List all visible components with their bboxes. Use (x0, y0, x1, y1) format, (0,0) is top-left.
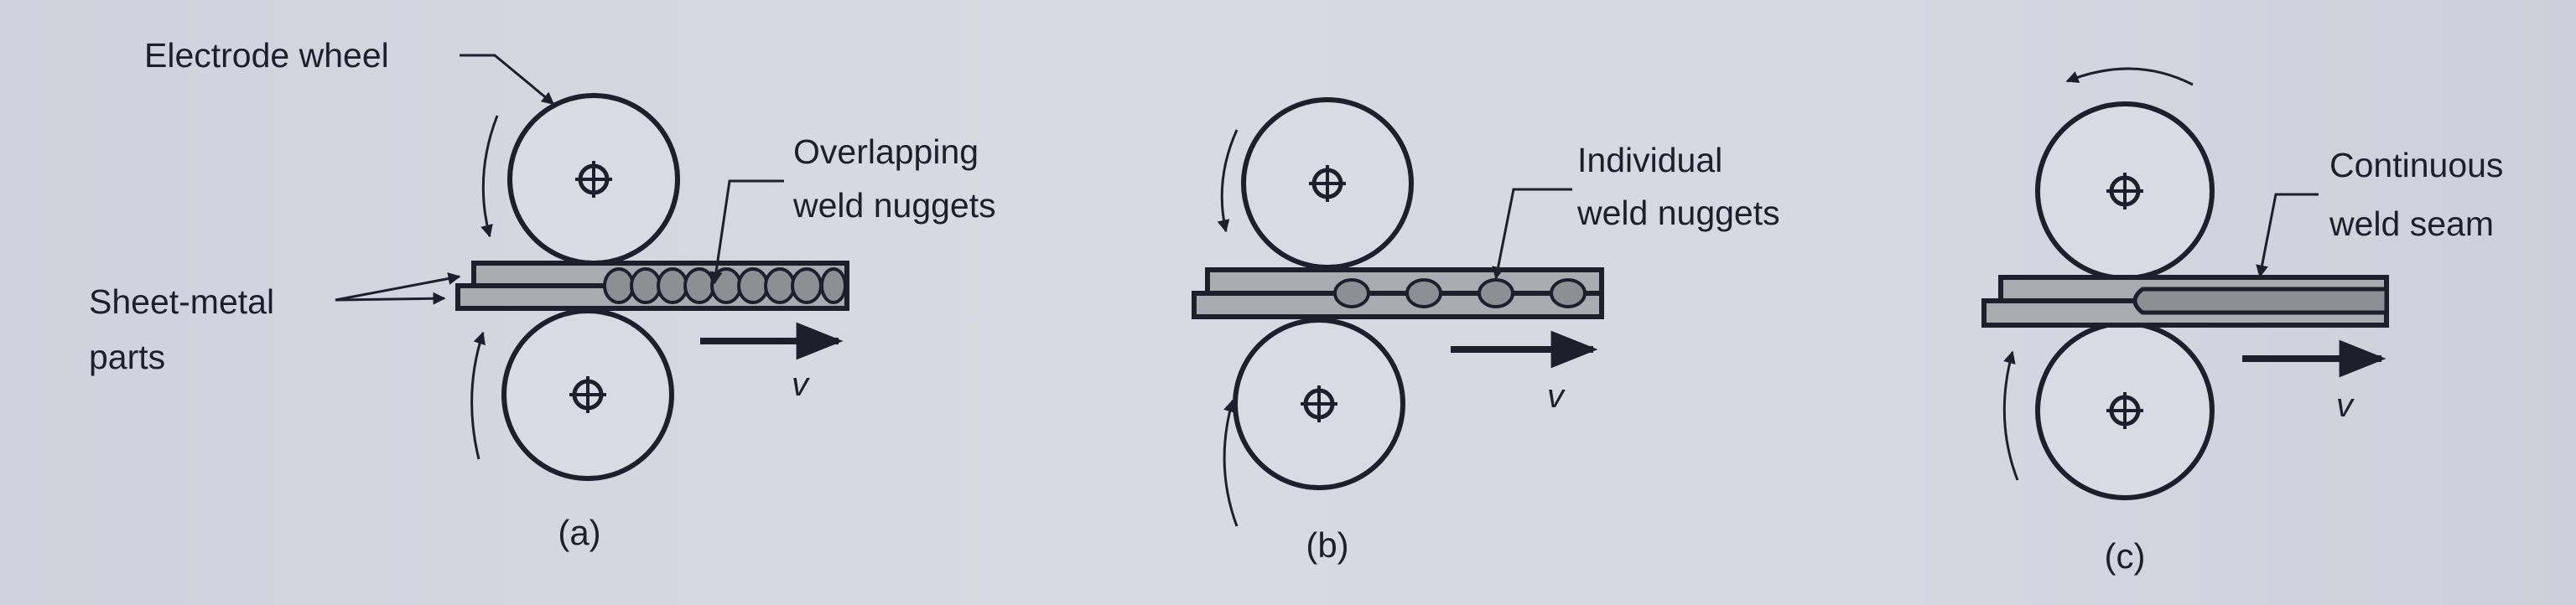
velocity-label: v (2336, 387, 2355, 424)
leader-arrow-icon (460, 54, 555, 106)
weld-label: Overlapping (793, 132, 979, 171)
weld-label-2: weld nuggets (1576, 194, 1780, 232)
individual-weld-nuggets (1333, 278, 1587, 308)
electrode-wheel-label: Electrode wheel (144, 36, 389, 75)
weld-label-2: weld nuggets (792, 186, 996, 225)
leader-arrow-icon (335, 272, 461, 302)
rotation-arrow-icon (480, 115, 499, 238)
panel-caption: (b) (1306, 525, 1348, 565)
leader-arrow-icon (335, 292, 446, 305)
overlapping-weld-nuggets (603, 267, 847, 304)
weld-label: Continuous (2329, 146, 2503, 184)
panel-b: Individual weld nuggets v (b) (1192, 97, 1780, 565)
panel-caption: (a) (558, 513, 600, 552)
leader-arrow-icon (2256, 193, 2319, 278)
leader-arrow-icon (1492, 188, 1572, 280)
rotation-arrow-icon (1217, 129, 1239, 233)
panel-a: Electrode wheel Sheet-metal parts Overla… (89, 36, 996, 552)
weld-label: Individual (1577, 141, 1722, 179)
panel-c: Continuous weld seam v (c) (1981, 67, 2503, 576)
sheet-metal-label: Sheet-metal (89, 282, 274, 321)
rotation-arrow-icon (2002, 350, 2019, 481)
rotation-arrow-icon (470, 331, 486, 460)
sheet-metal-label-2: parts (89, 338, 165, 376)
upper-sheet (1205, 267, 1604, 296)
rotation-arrow-icon (2065, 67, 2194, 86)
velocity-label: v (1547, 378, 1566, 415)
lower-sheet (1192, 291, 1604, 319)
velocity-label: v (792, 366, 810, 403)
leader-arrow-icon (709, 179, 784, 285)
rotation-arrow-icon (1223, 399, 1239, 527)
panel-caption: (c) (2105, 536, 2146, 576)
continuous-weld-seam (2132, 287, 2389, 315)
weld-label-2: weld seam (2329, 204, 2494, 243)
